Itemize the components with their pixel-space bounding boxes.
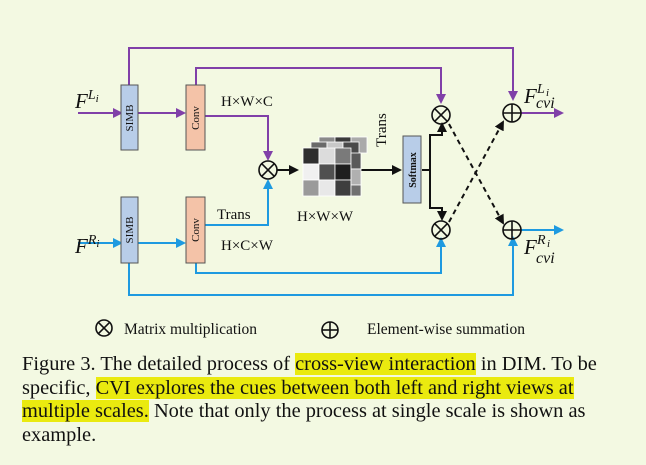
element-wise-sum-icon-1	[502, 103, 522, 123]
figure-caption: Figure 3. The detailed process of cross-…	[22, 353, 628, 447]
svg-text:F: F	[523, 84, 537, 108]
matrix-multiplication-icon-3	[431, 220, 451, 240]
conv-block-left: Conv	[185, 84, 206, 151]
legend-mult-icon	[95, 319, 113, 337]
cvi-diagram: SIMB SIMB Conv Conv Softmax	[74, 47, 564, 339]
output-left-label: F L i cvi	[523, 82, 555, 112]
attention-map-icon	[302, 136, 368, 197]
caption-part-1: Figure 3. The detailed process of	[22, 353, 296, 375]
svg-text:L: L	[536, 82, 545, 97]
caption-part-2: in DIM. To be specific,	[22, 353, 597, 399]
svg-text:Conv: Conv	[190, 106, 202, 130]
output-right-label: F R i cvi	[523, 233, 555, 267]
left-view-paths	[78, 47, 564, 161]
label-hwc: H×W×C	[221, 94, 273, 110]
conv-block-right: Conv	[185, 196, 206, 264]
matrix-multiplication-icon-1	[258, 160, 278, 180]
simb-block-left: SIMB	[120, 84, 139, 151]
caption-highlight-1: cross-view interaction	[295, 353, 476, 375]
caption-part-3: Note that only the process at single sca…	[22, 400, 586, 446]
svg-text:cvi: cvi	[536, 250, 555, 267]
input-right-label: FRi	[74, 233, 99, 258]
svg-text:SIMB: SIMB	[124, 105, 136, 132]
softmax-block: Softmax	[402, 135, 422, 204]
svg-text:i: i	[546, 87, 549, 99]
legend-mult-label: Matrix multiplication	[124, 321, 257, 338]
input-left-label: FLi	[74, 88, 99, 113]
simb-block-right: SIMB	[120, 196, 139, 264]
label-hwhw: H×W×W	[297, 209, 354, 225]
cross-dashed-paths	[448, 120, 504, 225]
label-trans-upper: Trans	[374, 113, 390, 147]
matrix-multiplication-icon-2	[431, 105, 451, 125]
element-wise-sum-icon-2	[502, 220, 522, 240]
label-hcw: H×C×W	[221, 238, 274, 254]
label-trans-lower: Trans	[217, 207, 251, 223]
svg-text:SIMB: SIMB	[124, 217, 136, 244]
legend-sum-label: Element-wise summation	[367, 321, 525, 338]
attention-paths	[277, 122, 447, 221]
svg-text:F: F	[523, 235, 537, 259]
svg-text:R: R	[536, 233, 546, 248]
svg-text:cvi: cvi	[536, 95, 555, 112]
svg-text:Conv: Conv	[190, 218, 202, 242]
svg-text:i: i	[547, 238, 550, 250]
legend-sum-icon	[321, 321, 339, 339]
svg-text:Softmax: Softmax	[408, 152, 419, 188]
right-view-paths	[78, 179, 564, 296]
